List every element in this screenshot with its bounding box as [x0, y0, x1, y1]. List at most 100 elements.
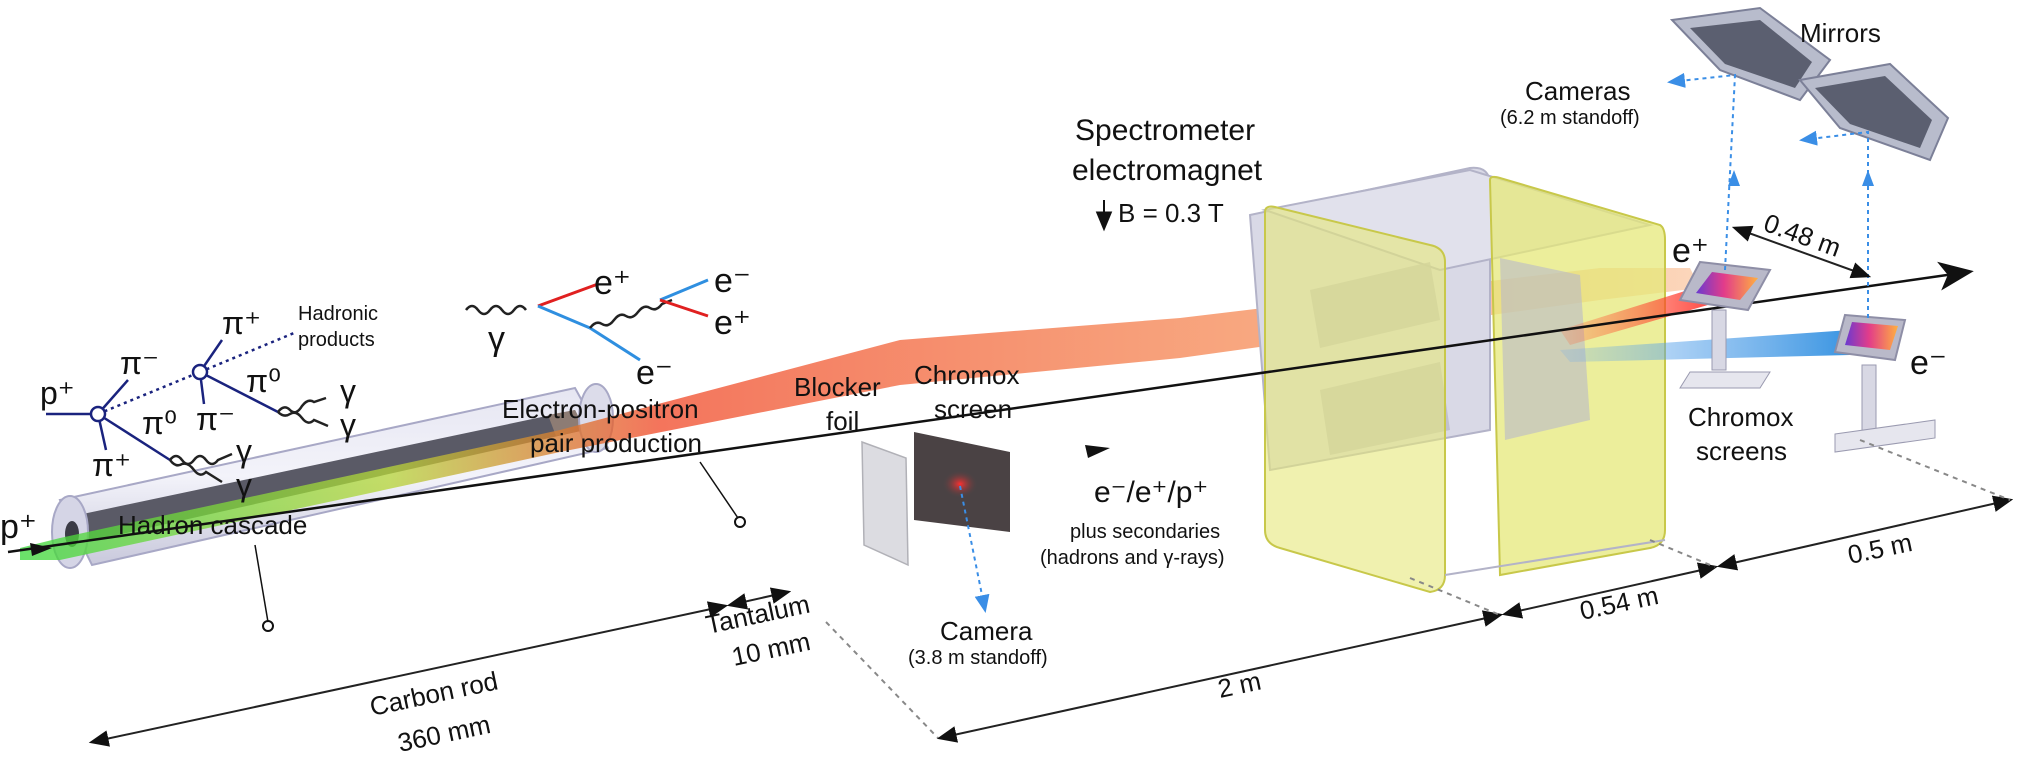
ext-magnet-front — [1409, 577, 1501, 616]
camera-bottom-standoff: (3.8 m standoff) — [908, 647, 1048, 669]
chromox-label-1: Chromox — [914, 360, 1019, 390]
dimension-lines — [88, 225, 2014, 747]
sym-pi-minus-1: π⁻ — [120, 345, 159, 381]
fy-vertex-2 — [191, 363, 209, 381]
pp-eminus-stub — [537, 304, 591, 330]
sym-gamma-1: γ — [236, 433, 252, 469]
chromox-screens-label-2: screens — [1696, 436, 1787, 466]
dim-tantalum — [726, 587, 792, 610]
camera-bottom-label: Camera — [940, 616, 1033, 646]
pp-sym-gamma: γ — [488, 320, 505, 358]
pp-eminus-1 — [589, 326, 641, 362]
dist-048m-label: 0.48 m — [1760, 207, 1845, 262]
dist-054m-label: 0.54 m — [1577, 580, 1661, 626]
pp-eplus-2 — [659, 298, 709, 318]
positron-screen-stand — [1711, 309, 1727, 371]
pp-sym-eminus-2: e⁻ — [714, 262, 751, 300]
fy-gamma-3 — [277, 396, 327, 414]
ext-tantalum — [825, 621, 939, 739]
chromox-spot — [942, 470, 978, 498]
fy-gamma-4 — [277, 411, 329, 428]
right-sym-eminus: e⁻ — [1910, 344, 1947, 382]
camera-ray-1-up-arrow — [1728, 170, 1740, 186]
ext-magnet-back — [1649, 539, 1716, 568]
beam-entry-arrow — [30, 543, 52, 556]
chromox-screens-label-1: Chromox — [1688, 402, 1793, 432]
fy-dotted-2 — [199, 331, 295, 374]
sym-gamma-2: γ — [236, 467, 252, 503]
hadronic-label-1: Hadronic — [298, 303, 378, 325]
main-beam-line — [7, 261, 1974, 554]
pair-production-feynman — [465, 278, 709, 362]
sym-pi-zero-1: π⁰ — [142, 405, 177, 441]
hadron-cascade-leader — [254, 544, 269, 623]
blocker-label-2: foil — [826, 406, 859, 436]
magnet-front-face — [1264, 205, 1446, 594]
spectrometer-label-1: Spectrometer — [1075, 114, 1255, 147]
hadron-cascade-feynman — [46, 331, 329, 484]
blocker-foil — [861, 440, 909, 567]
sym-pi-plus-1: π⁺ — [92, 447, 131, 483]
fy-gamma-2 — [169, 459, 223, 484]
pair-production-leader — [699, 461, 739, 519]
camera-ray-2-up-arrow — [1862, 170, 1874, 186]
carbon-label-2: 360 mm — [395, 709, 493, 758]
electron-fan — [1560, 330, 1850, 362]
mirror-2-face — [1815, 76, 1932, 148]
b-field-label: B = 0.3 T — [1118, 198, 1224, 228]
dist-2m-label: 2 m — [1215, 666, 1264, 704]
pair-label-1: Electron-positron — [502, 394, 699, 424]
positron-screen-image — [1696, 272, 1758, 300]
fy-pizero-1 — [97, 412, 171, 462]
pair-production-point — [734, 516, 746, 528]
hadron-cascade-label: Hadron cascade — [118, 510, 307, 540]
fy-vertex-1 — [89, 405, 107, 423]
pp-eplus-1 — [537, 282, 599, 308]
camera-bottom-ray — [959, 485, 990, 613]
dim-05m — [1716, 495, 2014, 571]
pp-gamma-in — [465, 304, 527, 316]
dim-054m — [1501, 562, 1719, 619]
sym-pi-zero-2: π⁰ — [246, 363, 281, 399]
hadron-cascade-point — [262, 620, 274, 632]
pp-eminus-2 — [659, 278, 709, 302]
pair-label-2: pair production — [530, 428, 702, 458]
spectrometer-magnet — [1248, 166, 1666, 594]
pp-sym-eplus-1: e⁺ — [594, 264, 631, 302]
mirror-1-face — [1690, 20, 1812, 88]
magnet-pole-right — [1500, 258, 1590, 440]
pp-gamma-mid — [589, 298, 673, 329]
electron-screen-assembly — [1833, 313, 1936, 453]
beam-content-label: e⁻/e⁺/p⁺ — [1094, 476, 1208, 509]
cameras-top-standoff: (6.2 m standoff) — [1500, 107, 1640, 129]
dim-2m — [936, 610, 1504, 743]
pp-sym-eminus-1: e⁻ — [636, 354, 673, 392]
spectrometer-label-2: electromagnet — [1072, 154, 1263, 187]
sym-gamma-4: γ — [340, 407, 356, 443]
beam-mid-arrow — [1085, 445, 1110, 458]
fy-gamma-1 — [169, 452, 233, 466]
positron-screen-assembly — [1678, 260, 1772, 389]
camera-ray-2 — [1799, 130, 1869, 318]
mirror-2 — [1798, 62, 1950, 162]
ext-screens — [1859, 439, 2011, 501]
magnet-bottom-edge — [1444, 539, 1666, 576]
hadronic-label-2: products — [298, 329, 375, 351]
electron-screen-stand — [1861, 364, 1877, 436]
secondaries-label-1: plus secondaries — [1070, 521, 1220, 543]
dist-05m-label: 0.5 m — [1845, 527, 1915, 570]
sym-gamma-3: γ — [340, 373, 356, 409]
positron-screen-base — [1679, 371, 1771, 389]
right-sym-eplus: e⁺ — [1672, 232, 1709, 270]
camera-ray-1 — [1667, 72, 1737, 271]
dim-048m — [1731, 225, 1872, 279]
mirrors-label: Mirrors — [1800, 18, 1881, 48]
secondaries-label-2: (hadrons and γ-rays) — [1040, 547, 1225, 569]
p-plus-beam-label: p⁺ — [0, 508, 37, 546]
sym-pi-minus-2: π⁻ — [196, 401, 235, 437]
cameras-top-label: Cameras — [1525, 76, 1630, 106]
sym-pi-plus-2: π⁺ — [222, 305, 261, 341]
blocker-label-1: Blocker — [794, 372, 881, 402]
sym-p-plus: p⁺ — [40, 375, 75, 411]
